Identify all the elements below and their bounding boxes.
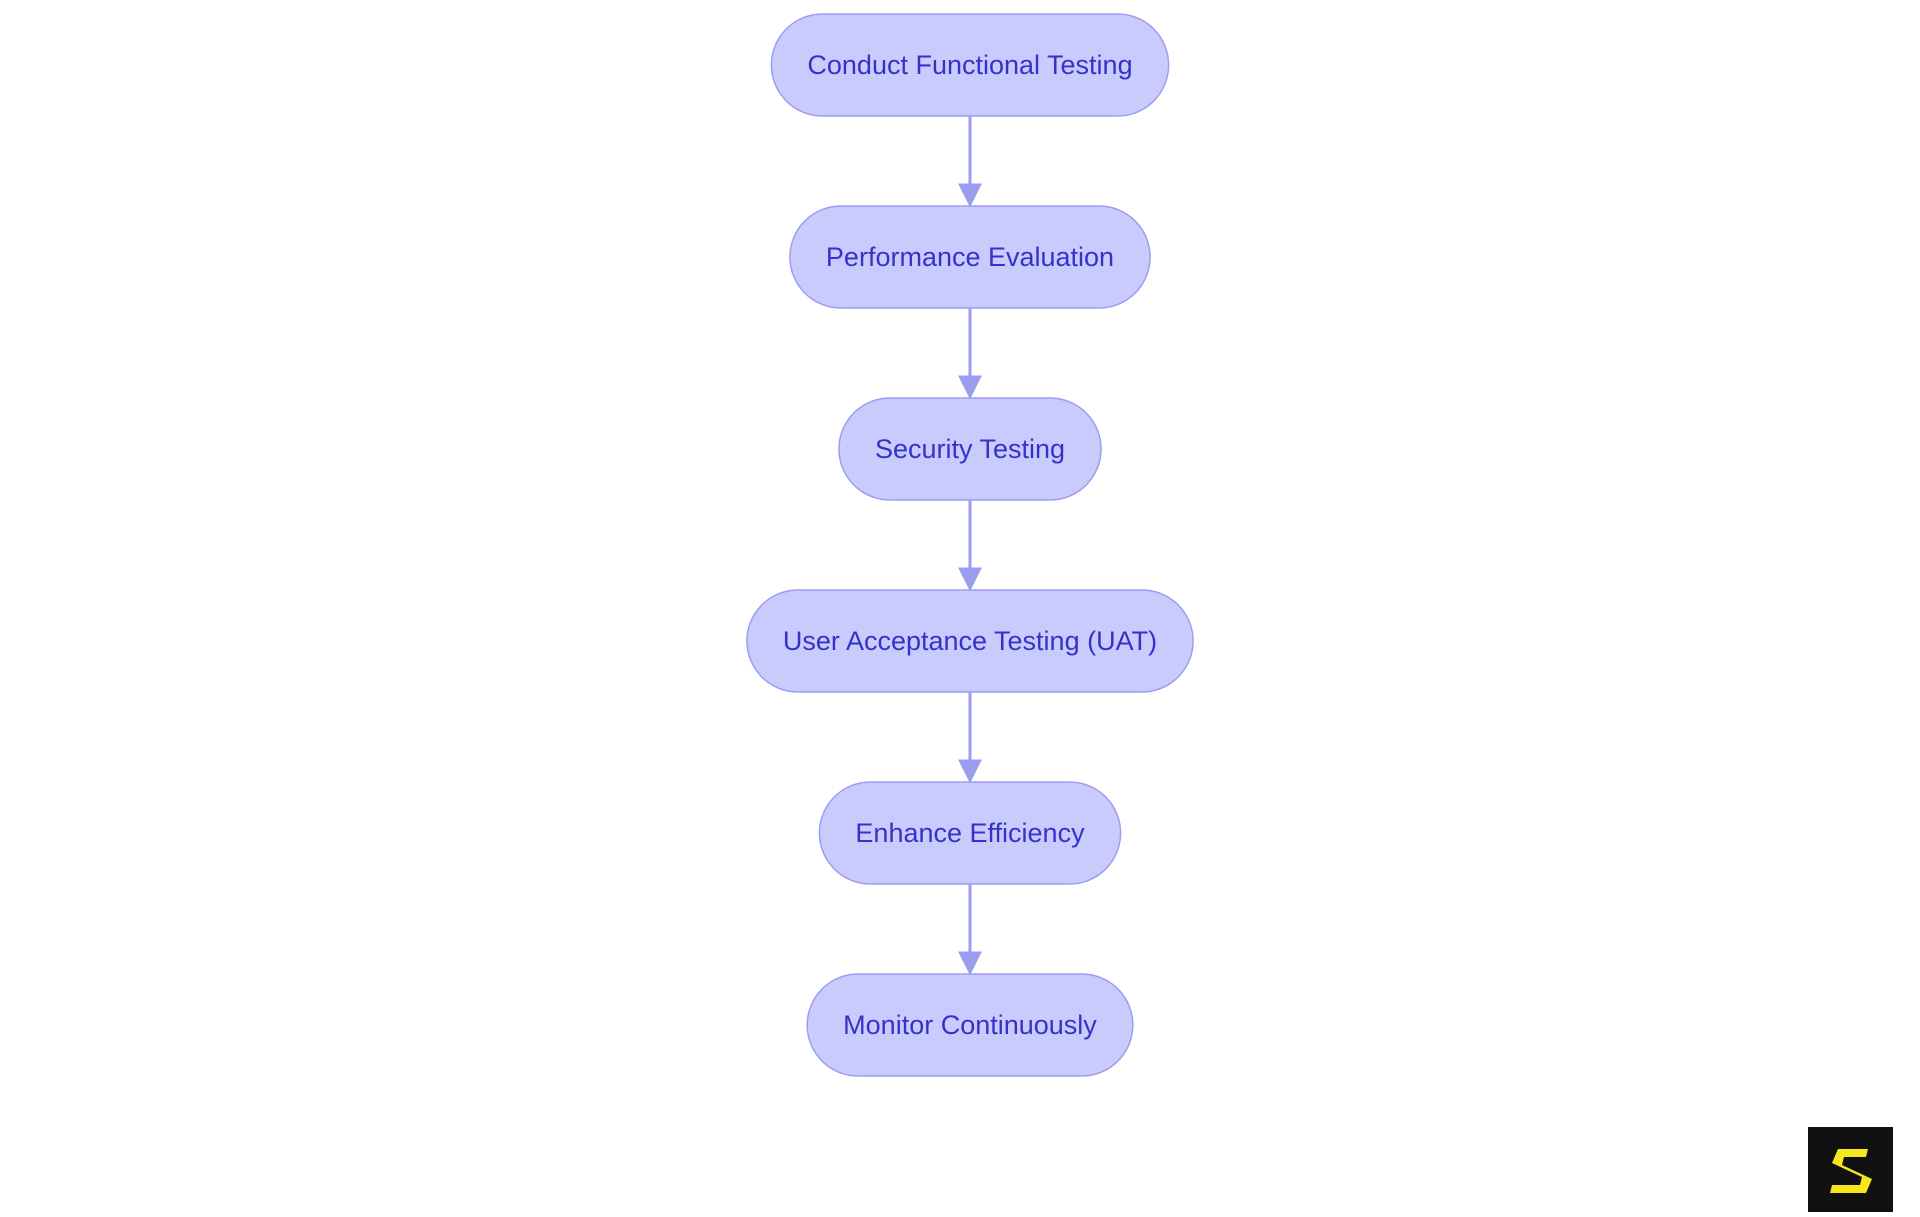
brand-logo [1808,1127,1893,1212]
flowchart-node: User Acceptance Testing (UAT) [746,589,1194,693]
flowchart-node: Conduct Functional Testing [770,13,1170,117]
node-shape [770,13,1170,117]
flowchart-node: Enhance Efficiency [818,781,1122,885]
node-shape [789,205,1151,309]
node-shape [818,781,1122,885]
node-label: Conduct Functional Testing [807,50,1132,80]
node-label: Monitor Continuously [843,1010,1097,1040]
node-shape [806,973,1134,1077]
node-shape [838,397,1102,501]
flowchart-node: Performance Evaluation [789,205,1151,309]
flowchart-node: Security Testing [838,397,1102,501]
node-label: User Acceptance Testing (UAT) [783,626,1157,656]
node-label: Security Testing [875,434,1065,464]
flowchart-node: Monitor Continuously [806,973,1134,1077]
node-label: Enhance Efficiency [855,818,1085,848]
node-label: Performance Evaluation [826,242,1114,272]
node-shape [746,589,1194,693]
s-logo-icon [1830,1149,1872,1193]
